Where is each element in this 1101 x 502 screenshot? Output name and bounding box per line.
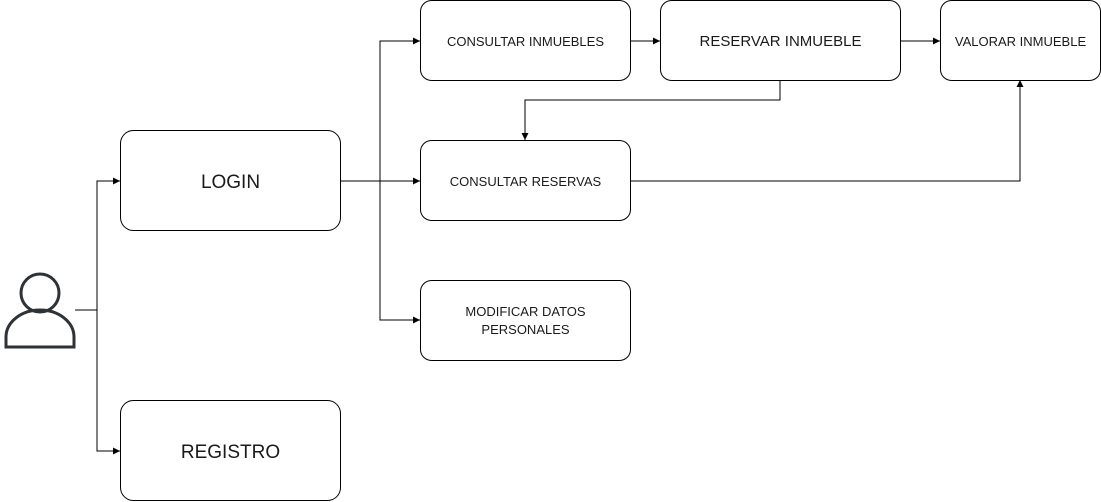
login-node[interactable]: LOGIN <box>120 130 341 231</box>
edge-user-registro <box>96 310 120 455</box>
modificar-datos-label-line2: PERSONALES <box>481 322 569 337</box>
edge-login-modificar-datos <box>379 181 420 324</box>
edge-login-consultar-inmuebles <box>379 37 420 181</box>
edge-reservar-consultar-reservas <box>521 80 781 140</box>
edge-consultar-reservas-valorar <box>631 80 1024 182</box>
login-label: LOGIN <box>201 172 260 193</box>
registro-node[interactable]: REGISTRO <box>120 400 341 501</box>
consultar-reservas-label: CONSULTAR RESERVAS <box>450 174 602 189</box>
reservar-inmueble-label: RESERVAR INMUEBLE <box>700 33 862 50</box>
edges <box>75 37 1024 455</box>
consultar-reservas-node[interactable]: CONSULTAR RESERVAS <box>420 140 631 221</box>
consultar-inmuebles-label: CONSULTAR INMUEBLES <box>447 34 604 49</box>
consultar-inmuebles-node[interactable]: CONSULTAR INMUEBLES <box>420 0 631 81</box>
modificar-datos-label-line1: MODIFICAR DATOS <box>465 304 585 319</box>
valorar-inmueble-label: VALORAR INMUEBLE <box>955 34 1087 49</box>
registro-label: REGISTRO <box>181 442 280 463</box>
reservar-inmueble-node[interactable]: RESERVAR INMUEBLE <box>660 0 901 81</box>
modificar-datos-node[interactable]: MODIFICAR DATOS PERSONALES <box>420 280 631 361</box>
edge-user-login <box>96 177 120 310</box>
user-icon <box>4 272 76 349</box>
valorar-inmueble-node[interactable]: VALORAR INMUEBLE <box>940 0 1101 81</box>
